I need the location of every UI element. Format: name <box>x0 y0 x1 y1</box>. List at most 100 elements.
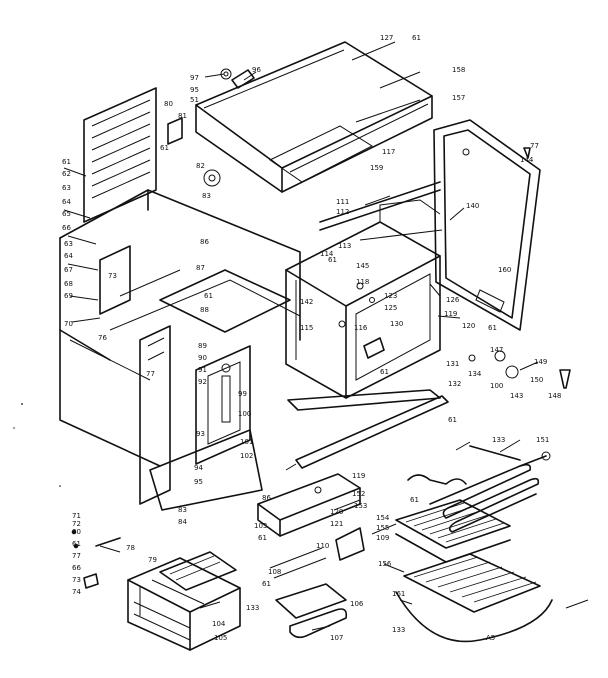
scan-specks <box>13 403 589 609</box>
label-61-k: 61 <box>258 534 267 542</box>
label-134: 134 <box>468 370 482 378</box>
label-69: 69 <box>64 292 73 300</box>
label-62: 62 <box>62 170 71 178</box>
label-121: 121 <box>330 520 343 528</box>
hardware-cluster-right <box>468 147 571 389</box>
label-101: 101 <box>240 438 253 446</box>
label-78: 78 <box>126 544 135 552</box>
label-105: 105 <box>214 634 227 642</box>
label-133: 133 <box>492 436 505 444</box>
label-96: 96 <box>252 66 261 74</box>
label-126: 126 <box>446 296 460 304</box>
label-93: 93 <box>196 430 205 438</box>
label-67: 67 <box>64 266 73 274</box>
label-130: 130 <box>390 320 403 328</box>
label-113: 113 <box>338 242 351 250</box>
label-70: 70 <box>64 320 73 328</box>
label-51: 51 <box>190 96 199 104</box>
label-83: 83 <box>202 192 211 200</box>
label-82: 82 <box>196 162 205 170</box>
label-150: 150 <box>530 376 543 384</box>
label-116: 116 <box>354 324 368 332</box>
label-80-b: 80 <box>72 528 81 536</box>
label-61-c: 61 <box>62 158 71 166</box>
label-120-b: 120 <box>330 508 343 516</box>
label-61-e: 61 <box>328 256 337 264</box>
label-127: 127 <box>380 34 393 42</box>
label-61-d: 61 <box>204 292 213 300</box>
label-118: 118 <box>356 278 369 286</box>
label-64-b: 64 <box>64 252 73 260</box>
label-91: 91 <box>198 366 207 374</box>
label-73: 73 <box>108 272 117 280</box>
label-114: 114 <box>320 250 334 258</box>
drawer-front <box>257 473 365 561</box>
door-side-panel <box>139 325 171 505</box>
bake-element <box>407 445 551 533</box>
label-88: 88 <box>200 306 209 314</box>
label-61-g: 61 <box>448 416 457 424</box>
label-73-b: 73 <box>72 576 81 584</box>
label-149: 149 <box>534 358 547 366</box>
label-159: 159 <box>370 164 383 172</box>
label-119-b: 119 <box>352 472 365 480</box>
label-154: 154 <box>376 514 390 522</box>
label-92: 92 <box>198 378 207 386</box>
label-80: 80 <box>164 100 173 108</box>
label-125: 125 <box>384 304 397 312</box>
label-87: 87 <box>196 264 205 272</box>
label-151: 151 <box>536 436 549 444</box>
label-155: 155 <box>376 524 389 532</box>
label-112: 112 <box>336 208 349 216</box>
burner-rods <box>319 181 441 231</box>
hardware-cluster-left <box>71 529 121 589</box>
label-84: 84 <box>178 518 187 526</box>
label-83-b: 83 <box>178 506 187 514</box>
label-99: 99 <box>238 390 247 398</box>
label-132: 132 <box>448 380 461 388</box>
label-148: 148 <box>548 392 561 400</box>
label-102: 102 <box>240 452 253 460</box>
label-161: 161 <box>392 590 405 598</box>
label-131: 131 <box>446 360 459 368</box>
label-68: 68 <box>64 280 73 288</box>
label-90: 90 <box>198 354 207 362</box>
label-156: 156 <box>378 560 392 568</box>
label-89: 89 <box>198 342 207 350</box>
broil-pan <box>269 547 348 639</box>
top-panel <box>195 41 433 193</box>
label-94: 94 <box>194 464 203 472</box>
control-switch-assembly <box>149 345 263 511</box>
label-115: 115 <box>300 324 313 332</box>
label-160: 160 <box>498 266 511 274</box>
label-144: 144 <box>520 156 534 164</box>
label-63: 63 <box>62 184 71 192</box>
storage-drawer <box>127 551 241 651</box>
label-120: 120 <box>462 322 475 330</box>
label-157: 157 <box>452 94 465 102</box>
label-77: 77 <box>530 142 539 150</box>
label-104: 104 <box>212 620 226 628</box>
label-61-i: 61 <box>410 496 419 504</box>
label-107: 107 <box>330 634 343 642</box>
label-158: 158 <box>452 66 465 74</box>
label-64: 64 <box>62 198 71 206</box>
label-66: 66 <box>62 224 71 232</box>
rear-right-panel <box>433 119 541 331</box>
label-86: 86 <box>200 238 209 246</box>
main-cabinet-body <box>59 189 301 467</box>
label-a5: A5 <box>486 634 495 642</box>
label-117: 117 <box>382 148 395 156</box>
label-63-b: 63 <box>64 240 73 248</box>
label-61-l: 61 <box>262 580 271 588</box>
label-61-h: 61 <box>380 368 389 376</box>
label-95-b: 95 <box>194 478 203 486</box>
label-86-b: 86 <box>262 494 271 502</box>
part-number-labels: 127 61 97 96 95 51 158 157 80 81 61 82 8… <box>62 34 561 642</box>
label-110: 110 <box>316 542 329 550</box>
label-108: 108 <box>268 568 281 576</box>
label-66-b: 66 <box>72 564 81 572</box>
label-152: 152 <box>352 490 365 498</box>
label-123: 123 <box>384 292 397 300</box>
